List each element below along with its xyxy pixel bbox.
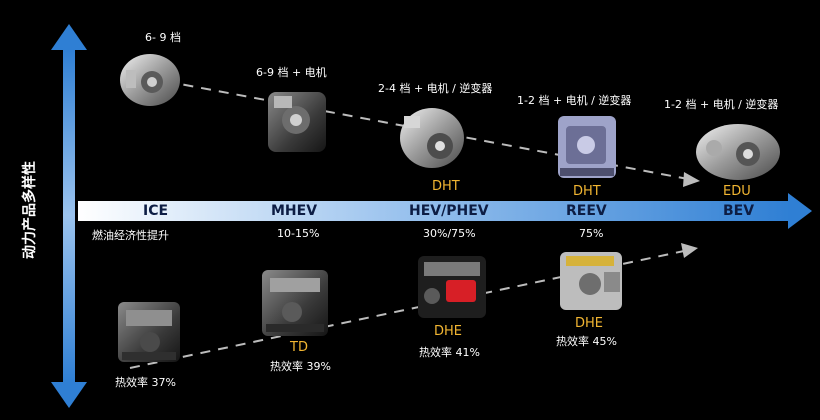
product-label-td: TD — [290, 340, 308, 355]
gear-label-mhev: 6-9 档 + 电机 — [256, 66, 327, 79]
product-label-dhe-hev: DHE — [434, 324, 462, 339]
mhev-improvement: 10-15% — [277, 227, 320, 240]
y-axis-label: 动力产品多样性 — [14, 150, 44, 270]
transmission-image-6-9-speed — [120, 54, 180, 106]
gear-label-bev: 1-2 档 + 电机 / 逆变器 — [664, 98, 779, 111]
product-label-dhe-reev: DHE — [575, 316, 603, 331]
hev-phev-improvement: 30%/75% — [423, 227, 476, 240]
y-axis-label-text: 动力产品多样性 — [22, 161, 38, 259]
fuel-economy-note: 燃油经济性提升 — [92, 229, 169, 242]
reev-improvement: 75% — [579, 227, 604, 240]
transmission-image-dht-hev — [400, 108, 464, 168]
efficiency-label-dhe-hev: 热效率 41% — [419, 346, 480, 359]
engine-image-ice — [118, 302, 180, 362]
stage-hev-phev: HEV/PHEV — [409, 203, 489, 219]
horizontal-axis-arrow — [78, 193, 812, 229]
gear-label-reev: 1-2 档 + 电机 / 逆变器 — [517, 94, 632, 107]
efficiency-label-ice: 热效率 37% — [115, 376, 176, 389]
efficiency-label-dhe-reev: 热效率 45% — [556, 335, 617, 348]
stage-ice: ICE — [143, 203, 169, 219]
engine-image-dhe-hev — [418, 256, 486, 318]
transmission-image-mhev — [268, 92, 326, 152]
gear-label-hev: 2-4 档 + 电机 / 逆变器 — [378, 82, 493, 95]
stage-mhev: MHEV — [271, 203, 318, 219]
vertical-axis-arrow — [51, 24, 87, 408]
stage-bev: BEV — [723, 203, 755, 219]
gear-label-ice: 6- 9 档 — [145, 31, 181, 44]
product-label-edu: EDU — [723, 184, 751, 199]
engine-image-dhe-reev — [560, 252, 622, 310]
transmission-image-edu — [696, 124, 780, 180]
stage-reev: REEV — [566, 203, 607, 219]
product-label-dht-reev: DHT — [573, 184, 601, 199]
engine-image-td — [262, 270, 328, 336]
efficiency-label-td: 热效率 39% — [270, 360, 331, 373]
product-label-dht-hev: DHT — [432, 179, 460, 194]
transmission-image-dht-reev — [558, 116, 616, 178]
